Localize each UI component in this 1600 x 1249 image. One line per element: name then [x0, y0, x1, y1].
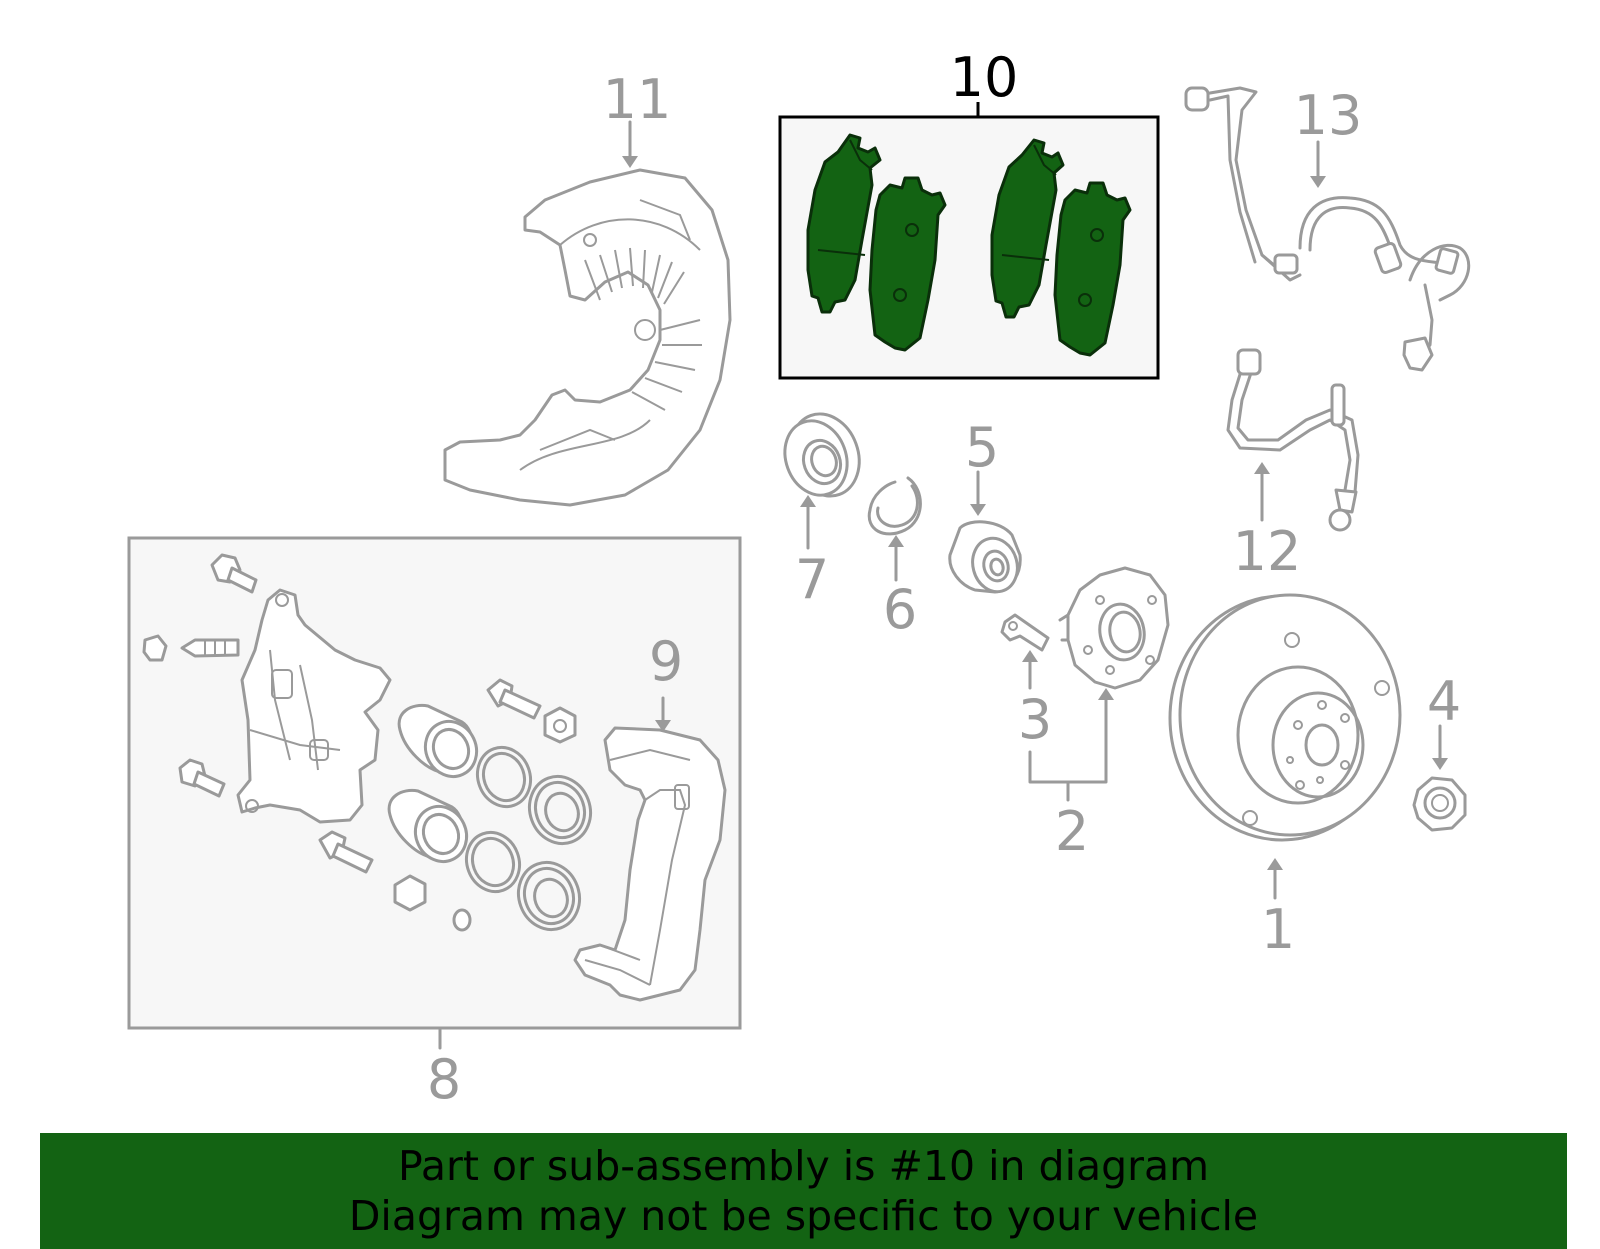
bearing-part-5[interactable]	[948, 520, 1023, 597]
callout-2-label[interactable]: 2	[1055, 800, 1089, 863]
callout-1-label[interactable]: 1	[1261, 898, 1295, 961]
piston-bottom	[387, 788, 469, 863]
callout-3-label[interactable]: 3	[1018, 688, 1052, 751]
callout-10-label[interactable]: 10	[950, 46, 1019, 109]
caliper-bolt-left	[178, 758, 226, 798]
piston-top	[397, 703, 479, 778]
brake-pad-outer-left	[806, 133, 882, 314]
info-banner: Part or sub-assembly is #10 in diagram D…	[40, 1133, 1567, 1249]
callout-6-label[interactable]: 6	[883, 578, 917, 641]
dust-shield-part-11[interactable]	[443, 168, 732, 507]
banner-line-part-number: Part or sub-assembly is #10 in diagram	[397, 1142, 1210, 1190]
hub-bolt-part-3[interactable]	[1000, 613, 1050, 652]
callout-13-arrowhead	[1310, 176, 1326, 188]
brake-pad-set-part-10[interactable]	[806, 133, 1132, 357]
callout-7-arrowhead	[800, 495, 816, 507]
rotor-part-1[interactable]	[1168, 593, 1402, 842]
brake-hose-part-12[interactable]	[1226, 348, 1360, 532]
piston-seal-bottom	[465, 830, 521, 894]
brake-pad-inner-right	[1053, 181, 1132, 357]
callout-11-label[interactable]: 11	[603, 68, 672, 131]
callout-12-label[interactable]: 12	[1233, 520, 1302, 583]
dust-boot-bottom	[517, 860, 581, 932]
callout-9-arrowhead	[655, 720, 671, 732]
callout-5-label[interactable]: 5	[965, 416, 999, 479]
callout-6-arrowhead	[888, 535, 904, 547]
bleeder-screw	[142, 634, 240, 662]
caliper-assembly-part-8[interactable]	[142, 553, 600, 938]
brake-pad-inner-left	[868, 176, 947, 352]
pin-boot-bottom	[393, 874, 427, 912]
callout-12-arrowhead	[1254, 462, 1270, 474]
callout-9-label[interactable]: 9	[649, 630, 683, 693]
callout-2-arrowhead	[1098, 688, 1114, 700]
hub-nut-part-4[interactable]	[1412, 776, 1467, 832]
callout-7-label[interactable]: 7	[795, 548, 829, 611]
callout-8-label[interactable]: 8	[427, 1048, 461, 1111]
callout-1-arrowhead	[1267, 858, 1283, 870]
abs-sensor-part-13[interactable]	[1184, 86, 1471, 372]
callout-4-arrowhead	[1432, 758, 1448, 770]
guide-pin-top	[486, 678, 542, 720]
pin-boot-top	[543, 706, 577, 744]
seal-part-7[interactable]	[775, 404, 871, 506]
dust-boot-top	[528, 774, 592, 846]
callout-11-arrowhead	[622, 156, 638, 168]
guide-pin-bottom	[318, 830, 374, 874]
snap-ring-part-6[interactable]	[867, 476, 922, 536]
callout-4-label[interactable]: 4	[1427, 670, 1461, 733]
callout-3-arrowhead	[1022, 650, 1038, 662]
bleeder-cap	[452, 908, 472, 932]
hub-part-2[interactable]	[1058, 566, 1170, 690]
callout-5-arrowhead	[970, 504, 986, 516]
caliper-bolt-top	[210, 553, 258, 594]
piston-seal-top	[476, 745, 532, 809]
banner-line-disclaimer: Diagram may not be specific to your vehi…	[348, 1192, 1259, 1240]
callout-13-label[interactable]: 13	[1294, 84, 1363, 147]
brake-pad-outer-right	[990, 138, 1065, 319]
caliper-body	[236, 588, 392, 824]
caliper-bracket-part-9[interactable]	[573, 726, 727, 1002]
